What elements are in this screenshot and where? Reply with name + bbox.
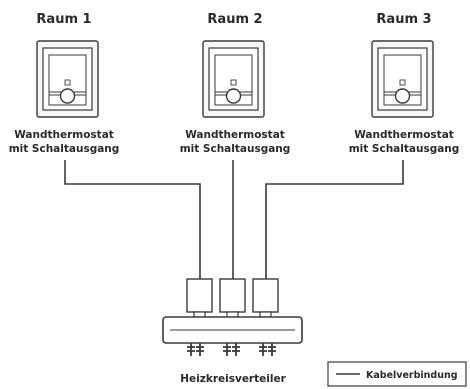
legend: Kabelverbindung [327,361,467,387]
cable-room-3 [265,160,404,280]
actuator-2 [219,278,246,313]
manifold-label: Heizkreisverteiler [180,373,286,385]
room-3-title: Raum 3 [376,12,431,27]
wall-thermostat-2-icon [202,40,265,118]
cable-room-1 [64,160,201,280]
legend-label: Kabelverbindung [366,370,458,381]
heating-manifold-icon [162,278,303,356]
cable-connections [64,160,404,280]
room-2-caption-line-1: Wandthermostat [185,129,285,141]
room-2-caption-line-2: mit Schaltausgang [180,143,291,155]
actuator-3 [252,278,279,313]
wall-thermostat-1-icon [36,40,99,118]
room-3-caption-line-1: Wandthermostat [354,129,454,141]
actuator-1 [186,278,213,313]
room-1-caption-line-2: mit Schaltausgang [9,143,120,155]
wall-thermostat-3-icon [371,40,434,118]
room-3-caption-line-2: mit Schaltausgang [349,143,460,155]
room-2: Raum 2 Wandthermostat mit Schaltausgang [180,12,291,155]
room-1: Raum 1 Wandthermostat mit Schaltausgang [9,12,120,155]
room-2-title: Raum 2 [207,12,262,27]
room-3: Raum 3 Wandthermostat mit Schaltausgang [349,12,460,155]
room-1-title: Raum 1 [36,12,91,27]
room-1-caption-line-1: Wandthermostat [14,129,114,141]
